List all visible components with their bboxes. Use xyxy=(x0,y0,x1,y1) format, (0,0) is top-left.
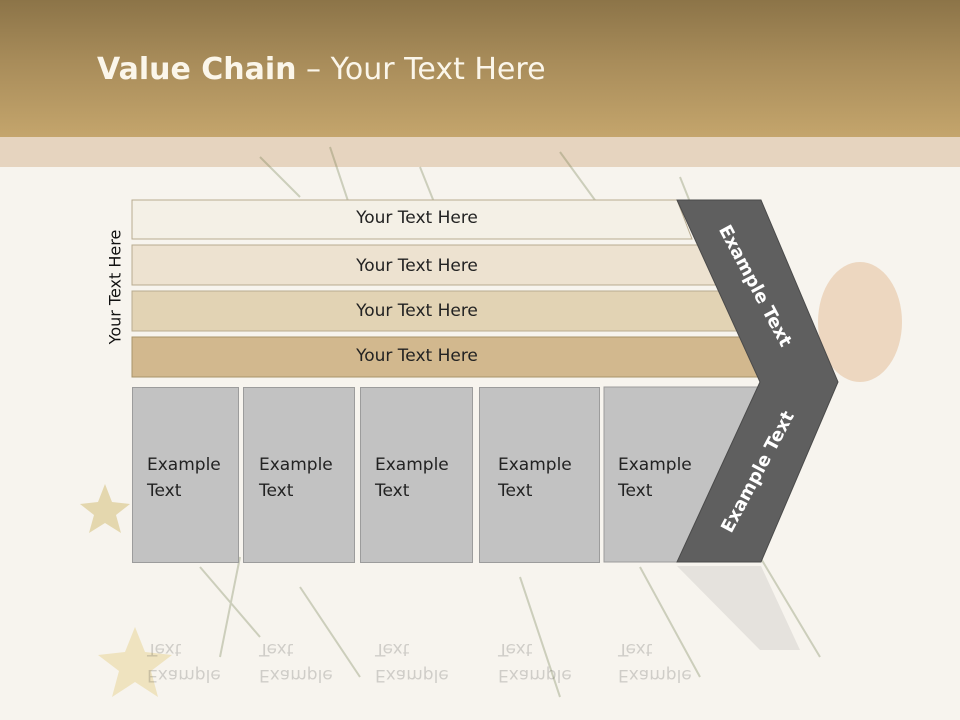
box-5-reflection-line1: Example xyxy=(618,665,692,685)
bar-1 xyxy=(131,199,693,240)
box-5-line1: Example xyxy=(618,455,692,475)
star-shape xyxy=(80,484,130,533)
box-3-reflection-line1: Example xyxy=(375,665,449,685)
box-4-reflection-line1: Example xyxy=(498,665,572,685)
box-1-line2: Text xyxy=(147,481,182,501)
box-4-line2: Text xyxy=(498,481,533,501)
title-banner xyxy=(0,0,960,137)
box-5-line2: Text xyxy=(618,481,653,501)
box-2-reflection-line1: Example xyxy=(259,665,333,685)
box-1 xyxy=(132,387,239,563)
box-5-reflection: Example Text xyxy=(618,636,718,688)
box-4-reflection: Example Text xyxy=(498,636,598,688)
slide-title-rest: – Your Text Here xyxy=(296,52,546,87)
pinecone-shape xyxy=(818,262,902,382)
slide-title-bold: Value Chain xyxy=(97,52,297,87)
box-2-reflection-line2: Text xyxy=(259,639,294,659)
star-shape xyxy=(98,627,172,697)
bar-2-label: Your Text Here xyxy=(356,256,478,276)
box-3-line1: Example xyxy=(375,455,449,475)
box-1-reflection-line2: Text xyxy=(147,639,182,659)
box-3-line2: Text xyxy=(375,481,410,501)
chevron-arrow xyxy=(676,199,839,563)
chevron-reflection xyxy=(677,566,800,650)
box-3 xyxy=(360,387,473,563)
box-1-line1: Example xyxy=(147,455,221,475)
box-4-reflection-line2: Text xyxy=(498,639,533,659)
box-4 xyxy=(479,387,600,563)
box-3-reflection-line2: Text xyxy=(375,639,410,659)
title-banner-band xyxy=(0,137,960,167)
bar-1-label: Your Text Here xyxy=(356,208,478,228)
box-1-reflection-line1: Example xyxy=(147,665,221,685)
slide-title: Value Chain – Your Text Here xyxy=(97,52,546,87)
box-3-reflection: Example Text xyxy=(375,636,475,688)
box-2-line1: Example xyxy=(259,455,333,475)
box-5-reflection-line2: Text xyxy=(618,639,653,659)
background-tree-image xyxy=(80,146,902,698)
box-2-line2: Text xyxy=(259,481,294,501)
box-2 xyxy=(243,387,355,563)
bar-3-label: Your Text Here xyxy=(356,301,478,321)
box-4-line1: Example xyxy=(498,455,572,475)
bar-4-label: Your Text Here xyxy=(356,346,478,366)
box-1-reflection: Example Text xyxy=(147,636,247,688)
box-2-reflection: Example Text xyxy=(259,636,359,688)
